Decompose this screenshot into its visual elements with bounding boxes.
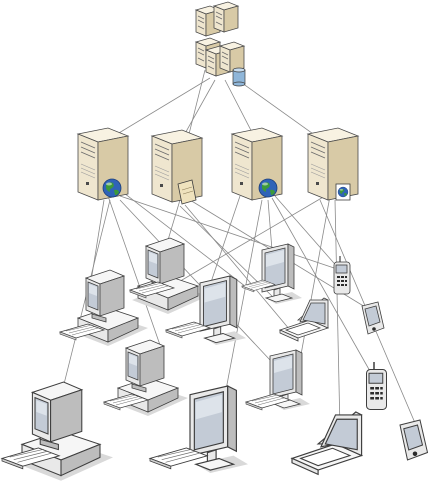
- desktop: [1, 381, 114, 482]
- web-server: [231, 127, 283, 201]
- pda: [399, 419, 429, 461]
- lcd-monitor: [245, 349, 311, 411]
- desktop: [59, 269, 149, 347]
- desktop: [129, 237, 209, 315]
- database-server: [307, 127, 359, 201]
- web-server: [77, 127, 129, 201]
- laptop: [279, 297, 329, 342]
- mobile-phone: [365, 361, 388, 411]
- globe-icon: [258, 178, 278, 198]
- pda: [361, 301, 385, 335]
- server-cluster: [195, 1, 246, 87]
- desktop: [103, 339, 189, 417]
- globe-icon: [102, 178, 122, 198]
- lcd-monitor: [241, 243, 303, 305]
- network-links: [59, 69, 419, 431]
- document-icon: [177, 179, 197, 205]
- mobile-phone: [333, 255, 351, 295]
- laptop: [291, 411, 363, 475]
- globe-document-icon: [335, 183, 351, 201]
- database-icon: [232, 67, 246, 87]
- file-server: [151, 129, 203, 205]
